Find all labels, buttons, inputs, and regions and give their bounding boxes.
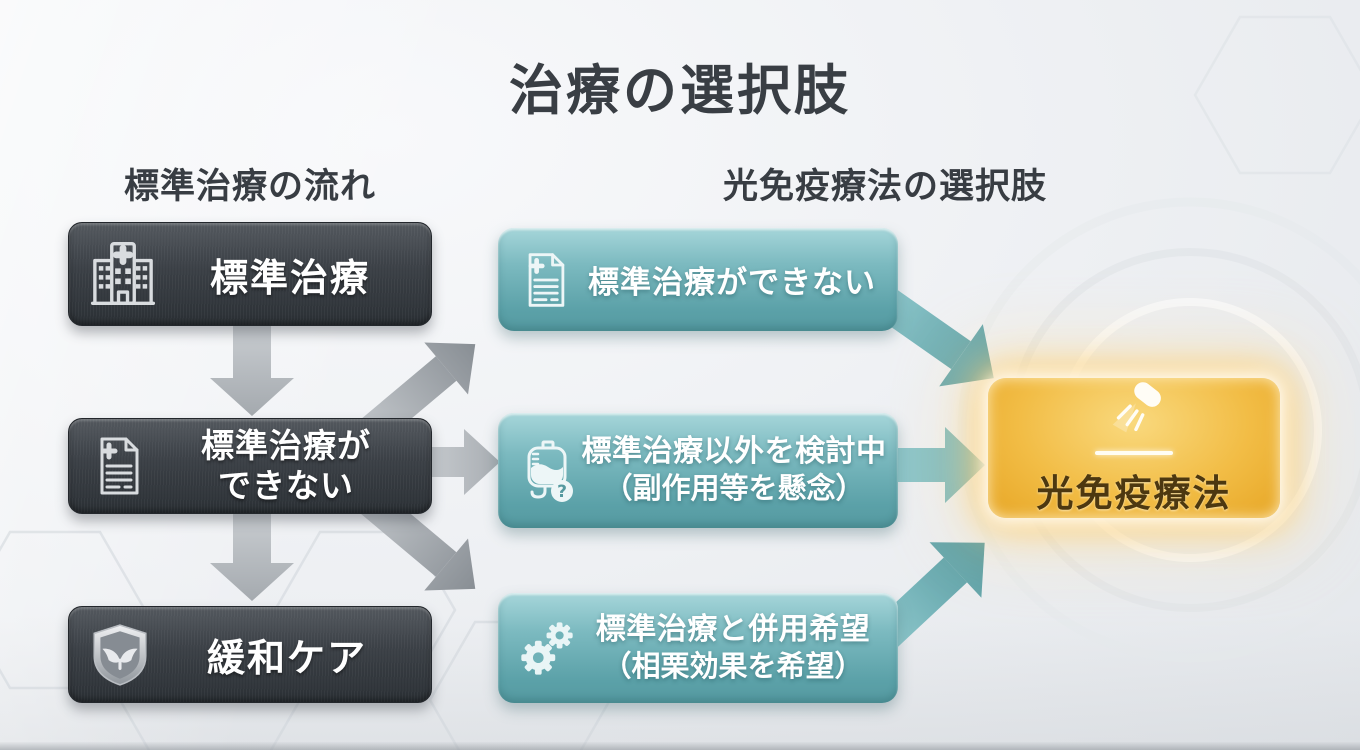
arrow-teal-mid [893, 427, 985, 503]
option-considering-alternatives-box: ? 標準治療以外を検討中 （副作用等を懸念） [498, 413, 898, 528]
shield-care-icon [87, 622, 153, 688]
iv-drip-icon: ? [516, 439, 580, 503]
box-label: 標準治療ができない [588, 265, 876, 300]
result-label: 光免疫療法 [1036, 472, 1232, 514]
box-label: 標準治療 [209, 257, 370, 300]
arrow-down-2 [210, 513, 294, 601]
palliative-care-box: 緩和ケア [68, 606, 432, 703]
bottom-edge-strip [0, 742, 1360, 750]
option-combination-box: 標準治療と併用希望 （相栗効果を希望） [498, 593, 898, 703]
box-label: 標準治療と併用希望 （相栗効果を希望） [595, 612, 871, 683]
light-beam-icon [1092, 380, 1176, 447]
left-column-header: 標準治療の流れ [123, 167, 376, 206]
svg-text:?: ? [557, 482, 567, 502]
box-label: 緩和ケア [206, 638, 367, 680]
option-cannot-standard-box: 標準治療ができない [498, 228, 898, 331]
box-label: 標準治療以外を検討中 （副作用等を懸念） [581, 435, 887, 506]
page-title: 治療の選択肢 [509, 61, 851, 121]
standard-treatment-box: 標準治療 [68, 222, 432, 326]
cannot-standard-treatment-box: 標準治療が できない [68, 418, 432, 514]
medical-document-icon [87, 434, 151, 498]
arrow-down-1 [210, 326, 294, 416]
photoimmunotherapy-result-box: 光免疫療法 [988, 378, 1280, 518]
box-label: 標準治療が できない [201, 426, 371, 504]
hospital-icon [87, 238, 159, 310]
right-column-header: 光免疫療法の選択肢 [722, 167, 1047, 206]
medical-document-icon [516, 249, 576, 311]
arrow-fan-right [420, 429, 500, 495]
divider [1095, 450, 1173, 455]
gears-icon [516, 617, 578, 679]
